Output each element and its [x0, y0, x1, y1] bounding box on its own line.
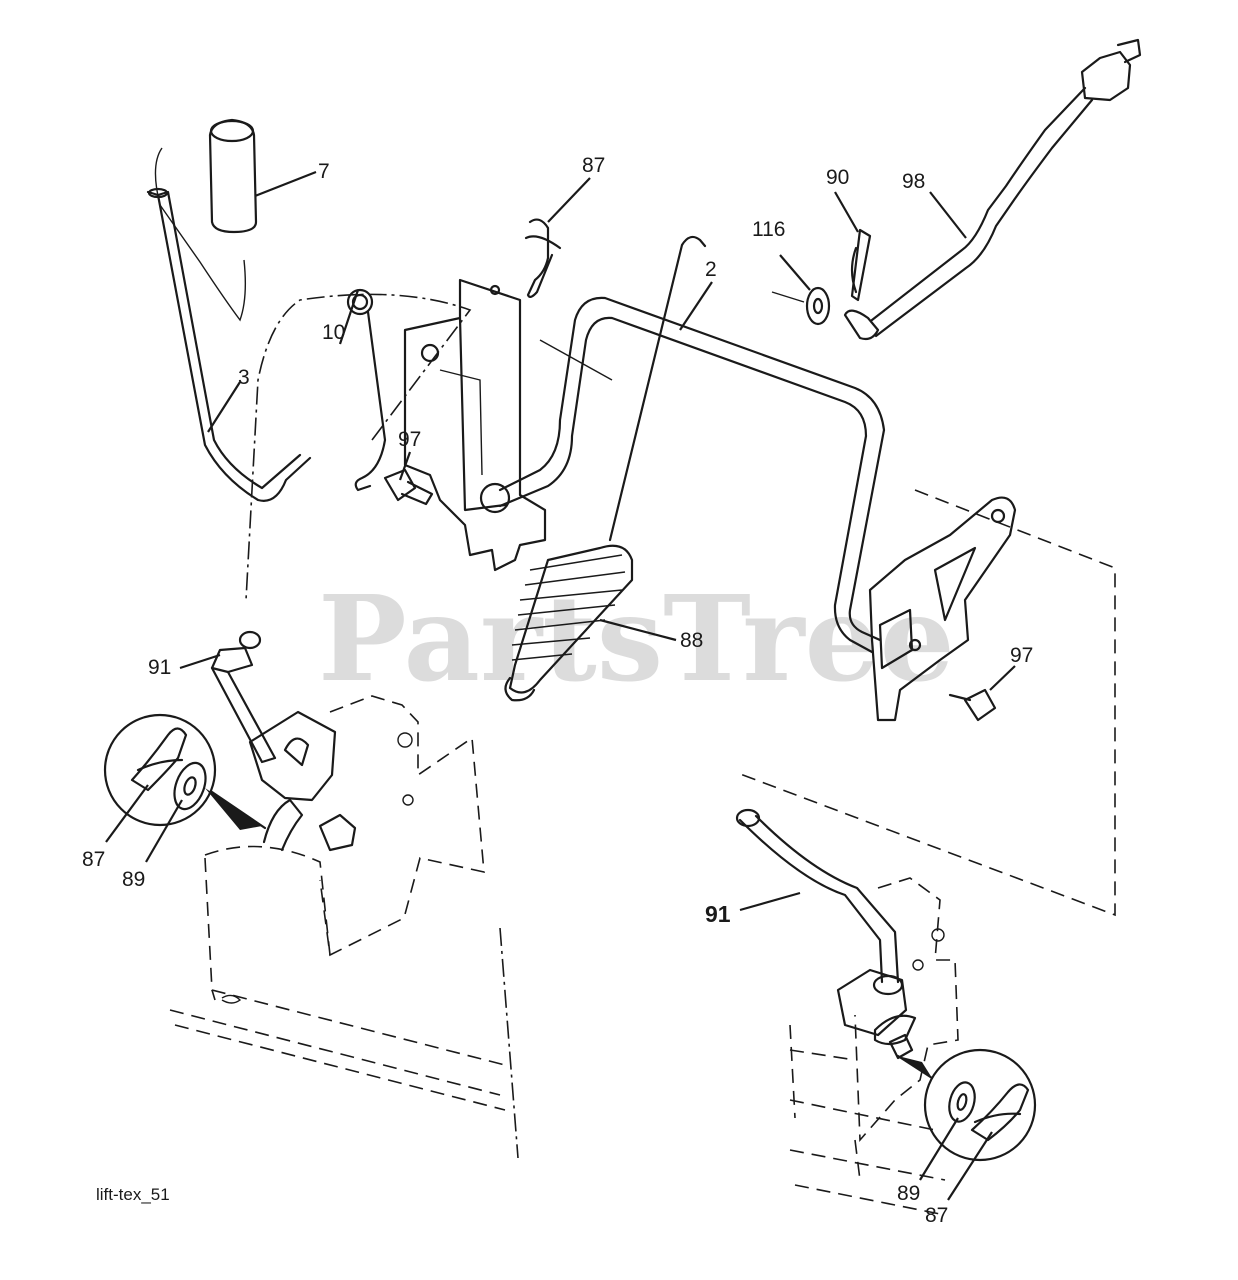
detail-circle-left: [103, 713, 267, 830]
callout-89-right: 89: [897, 1182, 920, 1205]
part-3-lift-lever: [146, 187, 312, 502]
detail-circle-right: [896, 1048, 1037, 1162]
callout-2: 2: [705, 258, 717, 281]
part-116-washer: [771, 286, 831, 326]
part-97-bolt-right: [948, 688, 997, 722]
part-87-clip-top: [524, 218, 562, 299]
deck-right: [789, 1024, 946, 1216]
callout-87-top: 87: [582, 154, 605, 177]
part-2-lift-shaft: [479, 296, 886, 654]
part-97-bolt-left: [383, 468, 434, 506]
part-88-extension-spring: [504, 235, 707, 702]
callout-91-left: 91: [148, 656, 171, 679]
alignment-line: [245, 293, 472, 601]
callout-98: 98: [902, 170, 925, 193]
callout-91-bold: 91: [705, 901, 731, 927]
callout-labels: 7 87 90 98 116 2 10 3 97 88 97 91 87 89 …: [82, 154, 1033, 1227]
callout-116: 116: [752, 218, 785, 241]
callout-87-left: 87: [82, 848, 105, 871]
leader-lines: [105, 170, 1016, 1201]
callout-97-left: 97: [398, 428, 421, 451]
center-bracket: [403, 278, 547, 572]
callout-90: 90: [826, 166, 849, 189]
callout-10: 10: [322, 321, 345, 344]
deck-left: [169, 857, 519, 1159]
callout-87-right: 87: [925, 1204, 948, 1227]
callout-89-left: 89: [122, 868, 145, 891]
part-90-cotter-pin: [850, 228, 872, 302]
callout-97-right: 97: [1010, 644, 1033, 667]
watermark: PartsTree: [318, 569, 955, 708]
part-98-rod: [843, 38, 1142, 341]
diagram-caption: lift-tex_51: [96, 1185, 170, 1204]
callout-3: 3: [238, 366, 250, 389]
callout-88: 88: [680, 629, 703, 652]
callout-7: 7: [318, 160, 330, 183]
part-91-lever-left: [204, 630, 485, 957]
part-7-handle-grip: [154, 118, 258, 322]
part-10-torsion-spring: [346, 288, 387, 492]
part-91-lever-right: [735, 808, 959, 1143]
